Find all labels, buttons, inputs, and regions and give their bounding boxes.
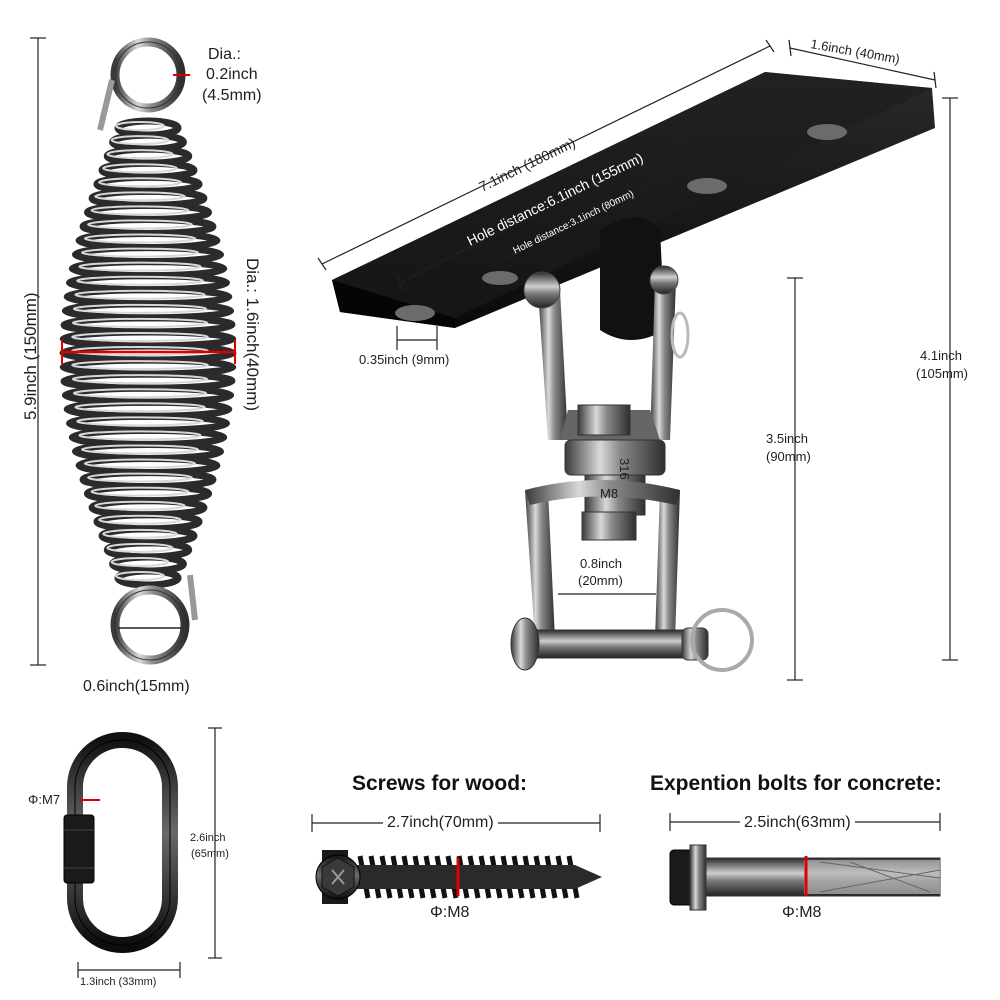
ceiling-mount-illustration: 316 M8 — [332, 72, 935, 672]
concrete-bolt-heading: Expention bolts for concrete: — [650, 772, 942, 795]
spring-coil-highlight — [115, 121, 165, 131]
spring-coil-highlight — [72, 388, 208, 399]
spring-coil-highlight — [71, 374, 209, 385]
spring-coil-highlight — [76, 275, 204, 286]
hole-dia-label: 0.35inch (9mm) — [359, 352, 450, 367]
spring-coil-highlight — [90, 486, 190, 497]
spring-coil-highlight — [87, 219, 193, 230]
swivel-height-inch: 3.5inch — [766, 431, 808, 446]
spring-coil-highlight — [115, 571, 165, 581]
spring-eye-width-label: 0.6inch(15mm) — [83, 678, 190, 695]
spring-hook-dia-mm: (4.5mm) — [202, 87, 262, 104]
spring-length-label: 5.9inch (150mm) — [21, 292, 40, 420]
quick-link-thread-label: Φ:M7 — [28, 792, 61, 807]
spring-coil-highlight — [98, 514, 182, 525]
spring-coil-highlight — [74, 289, 206, 300]
spring-coil-highlight — [78, 261, 202, 272]
wood-screw-length-label: 2.7inch(70mm) — [383, 814, 498, 831]
spring-coil-highlight — [94, 191, 186, 202]
concrete-bolt-dia-label: Φ:M8 — [782, 904, 822, 921]
wood-screw-dia-label: Φ:M8 — [430, 904, 470, 921]
spring-coil-highlight — [102, 163, 178, 174]
concrete-bolt-illustration — [669, 844, 941, 911]
spring-coil-highlight — [106, 542, 174, 553]
spring-coil-highlight — [71, 331, 209, 342]
spring-coil-highlight — [102, 528, 178, 539]
swivel-height-mm: (90mm) — [766, 449, 811, 464]
spring-coil-highlight — [72, 303, 208, 314]
spring-body-dia-label: Dia.: 1.6inch(40mm) — [243, 258, 262, 412]
spring-coil-highlight — [83, 458, 197, 469]
quick-link-illustration — [63, 732, 178, 953]
spring-dimension-lines — [30, 37, 236, 666]
wood-screw-heading: Screws for wood: — [352, 772, 528, 795]
spring-hook-dia-label: Dia.: — [208, 46, 241, 63]
spring-coil-highlight — [83, 233, 197, 244]
spring-coil-highlight — [80, 444, 200, 455]
concrete-bolt-length-label: 2.5inch(63mm) — [740, 814, 855, 831]
spring-hook-dia-inch: 0.2inch — [206, 66, 258, 83]
spring-coil-highlight — [110, 556, 170, 567]
spring-coil-highlight — [87, 472, 193, 483]
spring-coil-highlight — [74, 402, 206, 413]
total-height-mm: (105mm) — [916, 366, 969, 381]
mount-dimension-lines — [317, 39, 958, 681]
spring-coil-highlight — [78, 430, 202, 441]
shackle-gap-inch: 0.8inch — [580, 556, 622, 571]
spring-coil-highlight — [71, 360, 209, 371]
quick-link-dimension-lines — [77, 727, 222, 978]
spring-coil-highlight — [76, 416, 204, 427]
quick-link-width-label: 1.3inch (33mm) — [80, 976, 157, 988]
total-height-inch: 4.1inch — [920, 348, 962, 363]
spring-coil-highlight — [106, 149, 174, 160]
spring-coil-highlight — [90, 205, 190, 216]
swivel-marking-bottom: M8 — [600, 486, 618, 501]
wood-screw-illustration — [315, 850, 602, 904]
spring-coil-highlight — [80, 247, 200, 258]
spring-coil-highlight — [94, 500, 186, 511]
shackle-gap-mm: (20mm) — [578, 573, 623, 588]
swivel-marking-top: 316 — [617, 458, 632, 480]
spring-coil-highlight — [110, 135, 170, 146]
quick-link-height-inch: 2.6inch — [190, 832, 226, 844]
quick-link-height-mm: (65mm) — [191, 848, 229, 860]
spring-coil-highlight — [98, 177, 182, 188]
spring-coil-highlight — [71, 317, 209, 328]
